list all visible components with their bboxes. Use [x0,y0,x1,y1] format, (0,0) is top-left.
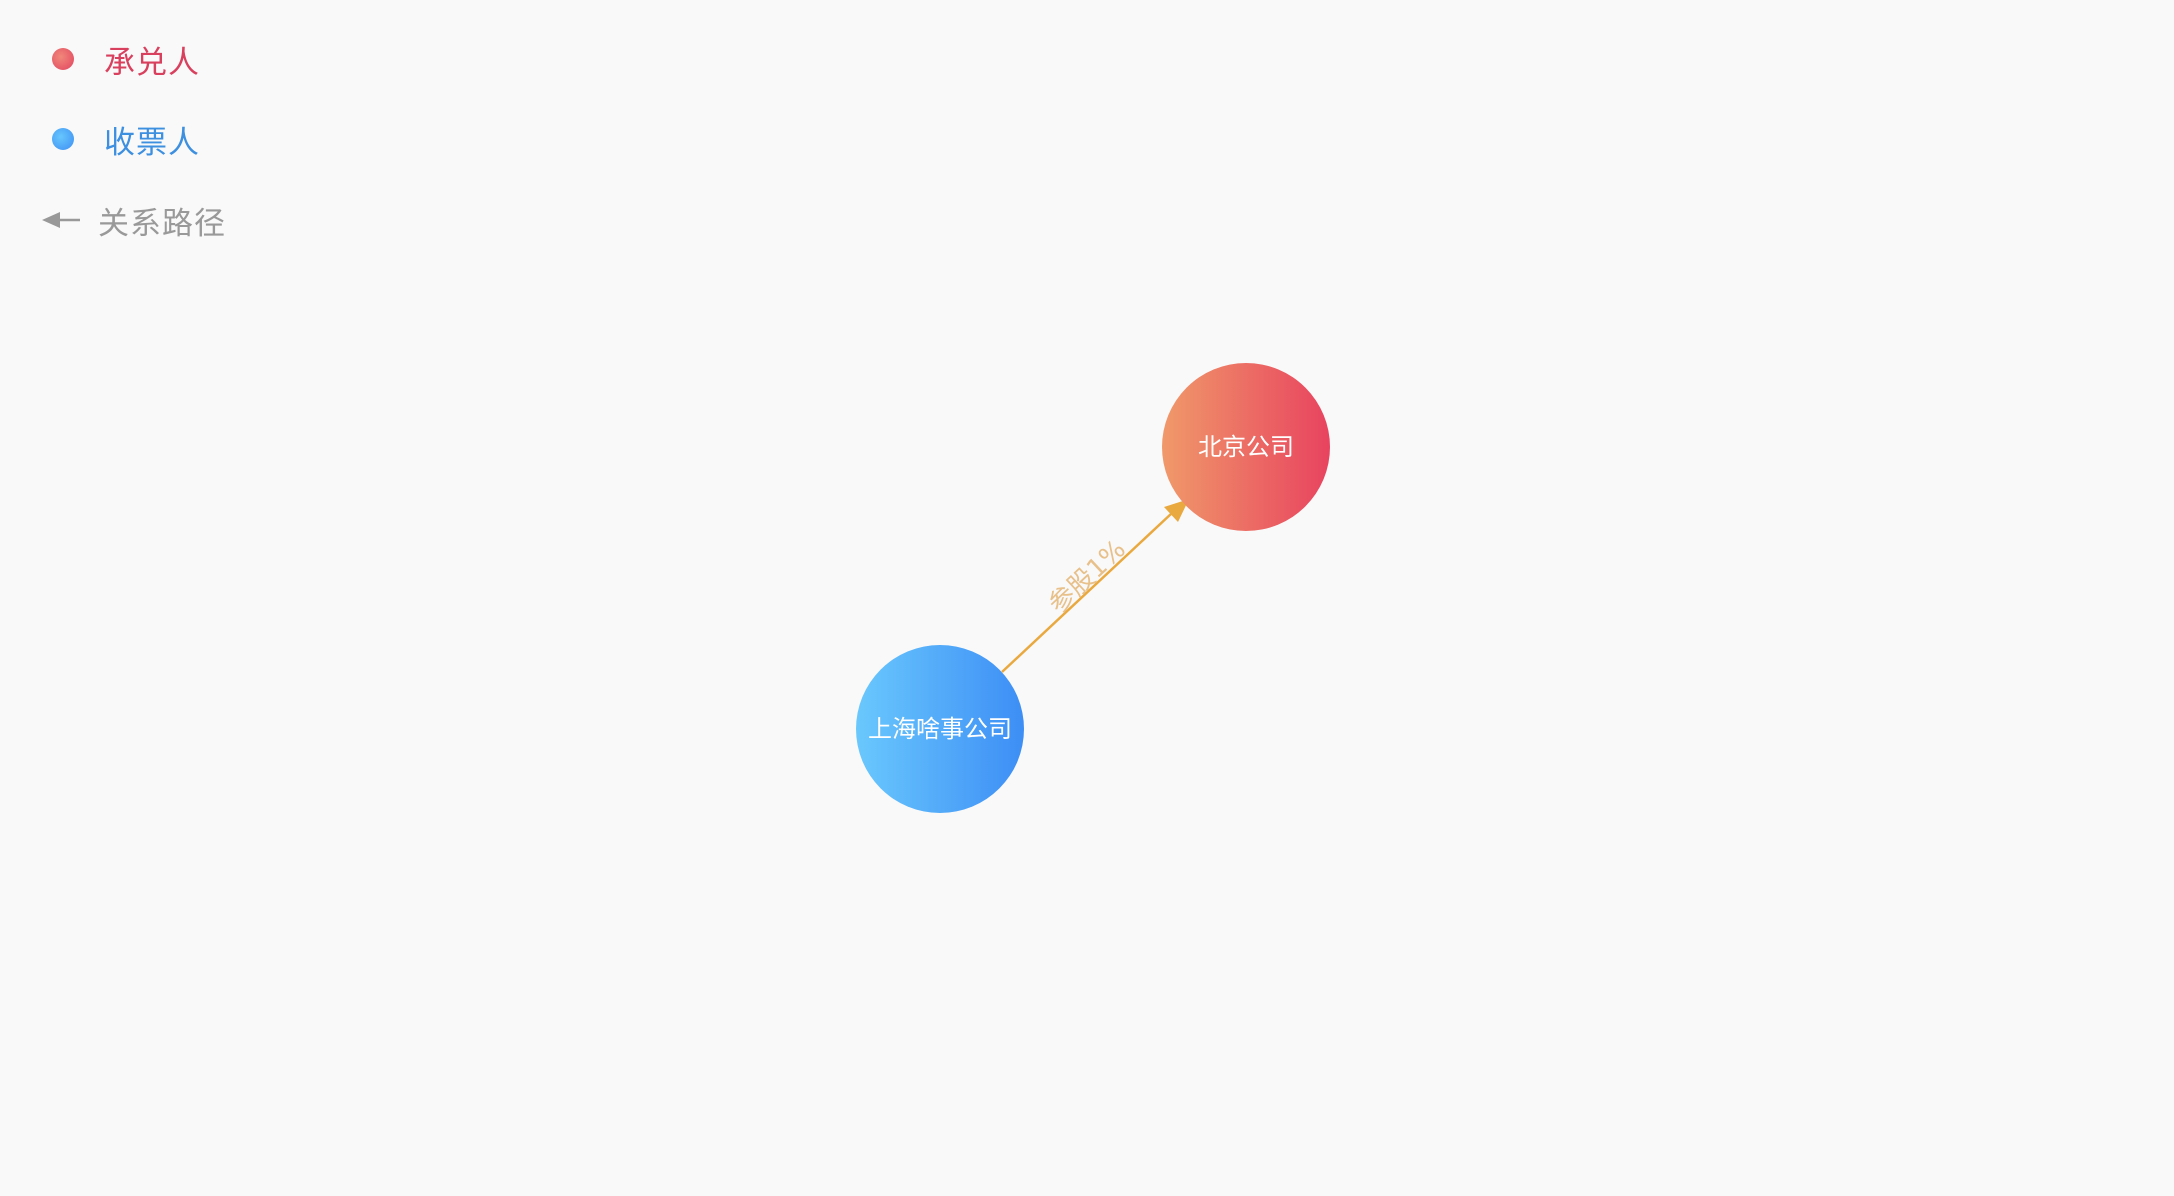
node-beijing-circle [1162,363,1330,531]
legend-item-path[interactable]: 关系路径 [40,195,226,245]
arrow-left-icon [42,212,80,228]
legend-item-payee[interactable]: 收票人 [40,114,200,164]
edge-label: 参股1% [1043,534,1132,620]
node-beijing[interactable]: 北京公司 [1162,363,1330,531]
payee-dot-icon [52,128,74,150]
edge-line [1001,512,1173,673]
legend-path-label: 关系路径 [98,205,226,242]
legend-item-acceptor[interactable]: 承兑人 [40,34,200,84]
node-shanghai-label: 上海啥事公司 [868,715,1012,743]
edge-arrowhead-icon [1164,499,1189,522]
legend-payee-label: 收票人 [104,124,200,161]
node-beijing-label: 北京公司 [1198,433,1294,461]
legend-acceptor-label: 承兑人 [104,44,200,81]
edge-shanghai-beijing[interactable]: 参股1% [1001,499,1189,673]
node-shanghai[interactable]: 上海啥事公司 [856,645,1024,813]
node-shanghai-circle [856,645,1024,813]
acceptor-dot-icon [52,48,74,70]
